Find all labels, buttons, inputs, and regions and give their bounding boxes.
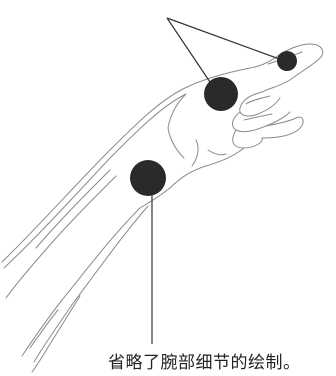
marker-knuckle	[204, 77, 238, 111]
marker-wrist	[130, 160, 166, 196]
leader-lines	[152, 18, 282, 344]
hand-arm-sketch	[2, 44, 323, 372]
leader-line-knuckle	[167, 18, 214, 88]
leader-line-fingertip	[167, 18, 282, 60]
marker-fingertip	[277, 51, 297, 71]
bottom-caption: 省略了腕部细节的绘制。	[108, 348, 301, 373]
